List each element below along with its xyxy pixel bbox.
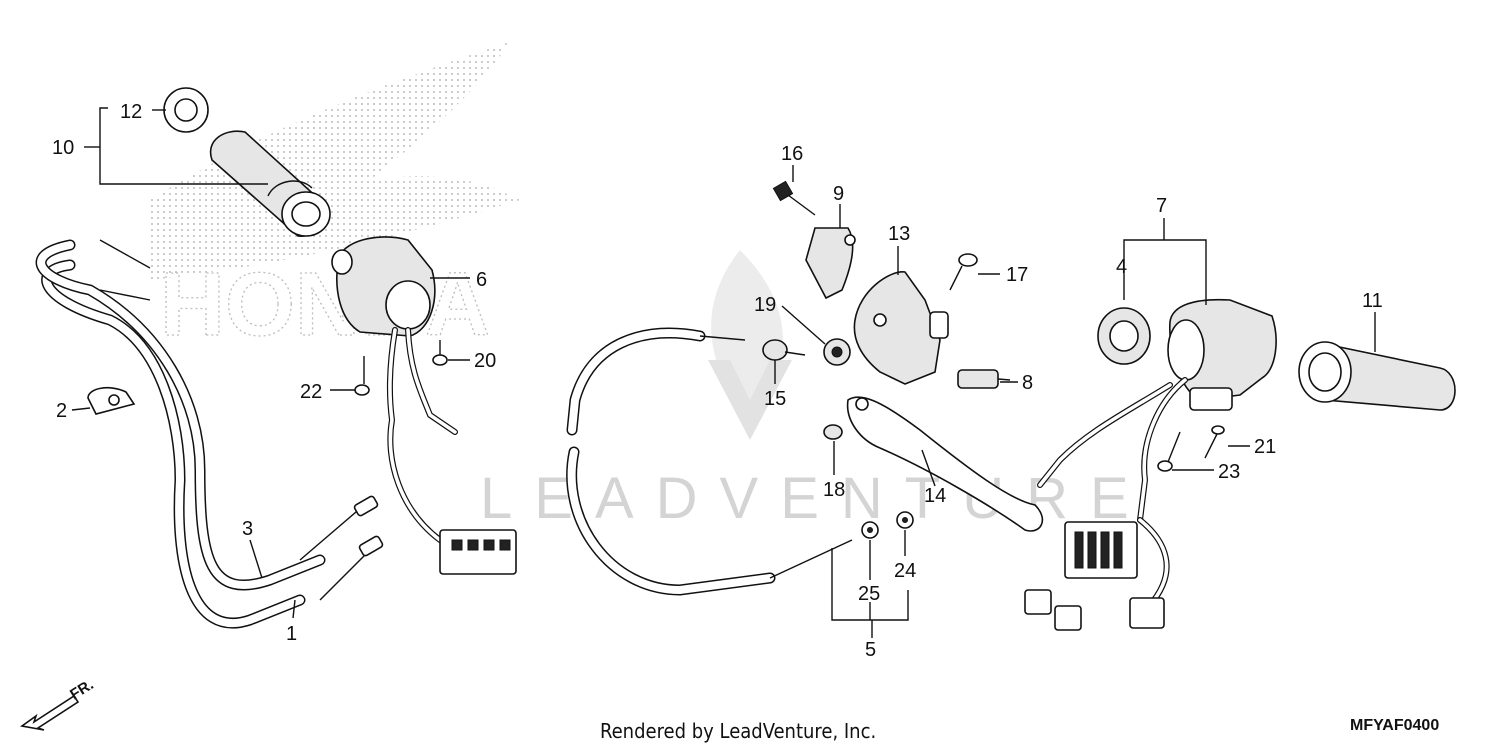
nut-25-part[interactable]	[861, 521, 879, 539]
right-grip-part[interactable]	[1298, 341, 1456, 411]
collar-4-part[interactable]	[1097, 307, 1151, 365]
right-harness-part[interactable]	[1024, 377, 1188, 631]
footer-credit: Rendered by LeadVenture, Inc.	[600, 719, 876, 743]
washer-24-part[interactable]	[896, 511, 914, 529]
callout-15[interactable]: 15	[764, 388, 786, 410]
callout-18[interactable]: 18	[823, 479, 845, 501]
lever-bracket-part[interactable]	[853, 271, 949, 385]
callout-7[interactable]: 7	[1156, 195, 1167, 217]
adjuster-15-part[interactable]	[762, 339, 806, 361]
callout-2[interactable]: 2	[56, 400, 67, 422]
callout-3[interactable]: 3	[242, 518, 253, 540]
front-direction-marker: FR.	[19, 676, 97, 731]
screw-23-part[interactable]	[1157, 431, 1181, 472]
leadventure-flame-watermark	[708, 250, 792, 440]
callout-14[interactable]: 14	[924, 485, 946, 507]
screw-20-part[interactable]	[432, 340, 448, 366]
diagram-code: MFYAF0400	[1350, 717, 1439, 734]
callout-12[interactable]: 12	[120, 101, 142, 123]
callout-1[interactable]: 1	[286, 623, 297, 645]
callout-23[interactable]: 23	[1218, 461, 1240, 483]
bolt-17-part[interactable]	[949, 253, 978, 291]
callout-25[interactable]: 25	[858, 583, 880, 605]
callout-11[interactable]: 11	[1362, 290, 1383, 312]
callout-17[interactable]: 17	[1006, 264, 1028, 286]
honda-wing-watermark: HONDA	[150, 42, 520, 356]
callout-4[interactable]: 4	[1116, 256, 1127, 278]
clutch-lever-14-part[interactable]	[846, 396, 1044, 532]
adjuster-19-part[interactable]	[823, 338, 851, 366]
callout-20[interactable]: 20	[474, 350, 496, 372]
cable-holder-part[interactable]	[87, 386, 136, 415]
honda-logo-watermark: HONDA	[160, 255, 490, 355]
callout-5[interactable]: 5	[865, 639, 876, 661]
screw-21-part[interactable]	[1204, 425, 1225, 459]
callout-8[interactable]: 8	[1022, 372, 1033, 394]
callout-21[interactable]: 21	[1254, 436, 1276, 458]
callout-22[interactable]: 22	[300, 381, 322, 403]
pivot-bolt-18-part[interactable]	[823, 424, 843, 440]
left-harness-connector[interactable]	[439, 529, 517, 575]
clutch-cable-part[interactable]	[566, 327, 853, 596]
callout-9[interactable]: 9	[833, 183, 844, 205]
grip-collar-part[interactable]	[163, 87, 209, 133]
screw-22-part[interactable]	[354, 356, 370, 396]
callout-13[interactable]: 13	[888, 223, 910, 245]
callout-labels: 1 2 3 4 5 6 7 8 9 10 11 12 13 14 15 16 1…	[52, 101, 1383, 661]
callout-19[interactable]: 19	[754, 294, 776, 316]
throttle-cables-part[interactable]	[35, 239, 326, 629]
callout-24[interactable]: 24	[894, 560, 916, 582]
clutch-switch-8-part[interactable]	[957, 369, 1011, 389]
leader-lines	[71, 107, 1376, 638]
callout-10[interactable]: 10	[52, 137, 74, 159]
cable-end-fittings	[299, 495, 384, 601]
holder-9-part[interactable]	[805, 227, 856, 300]
bolt-16-part[interactable]	[772, 180, 816, 216]
right-switch-housing-part[interactable]	[1167, 298, 1277, 411]
callout-16[interactable]: 16	[781, 143, 803, 165]
callout-6[interactable]: 6	[476, 269, 487, 291]
left-switch-housing-part[interactable]	[331, 236, 436, 337]
